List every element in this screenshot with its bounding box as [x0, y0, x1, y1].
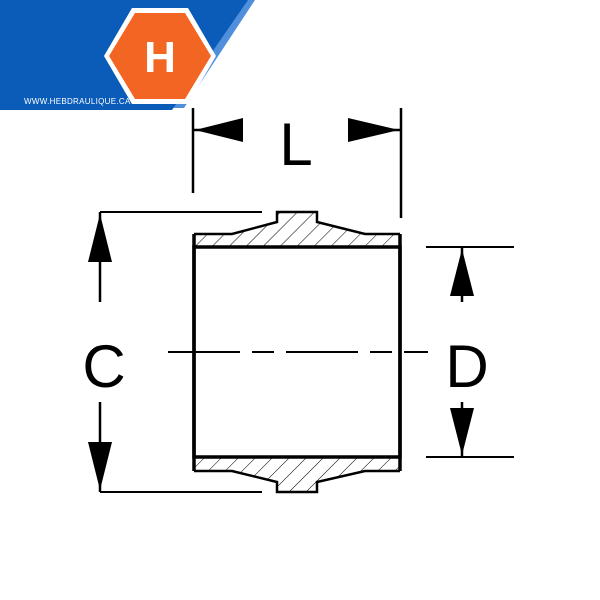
- dimension-inner: [426, 246, 514, 458]
- brand-banner: H WWW.HEBDRAULIQUE.CA: [0, 0, 255, 110]
- arrow-down-icon: [88, 442, 112, 490]
- technical-drawing: [88, 108, 514, 494]
- arrow-right-icon: [348, 118, 399, 142]
- logo: H: [104, 8, 216, 104]
- upper-wall-section: [194, 210, 400, 247]
- lower-wall-hatch: [194, 457, 400, 492]
- label-length: L: [279, 111, 312, 178]
- upper-wall-hatch: [194, 212, 400, 247]
- lower-wall-section: [194, 457, 400, 494]
- arrow-up-icon: [450, 249, 474, 296]
- upper-wall-outline: [194, 210, 400, 236]
- logo-letter: H: [144, 33, 176, 82]
- lower-wall-outline: [194, 469, 400, 494]
- label-inner-diameter: D: [445, 333, 488, 400]
- dimension-length: [191, 108, 403, 218]
- label-outer-diameter: C: [82, 333, 125, 400]
- arrow-left-icon: [195, 118, 243, 142]
- hexagon-orange-fill: [109, 13, 211, 99]
- dimension-outer: [88, 211, 262, 493]
- arrow-up-icon: [88, 214, 112, 262]
- arrow-down-icon: [450, 408, 474, 455]
- website-url: WWW.HEBDRAULIQUE.CA: [24, 97, 131, 106]
